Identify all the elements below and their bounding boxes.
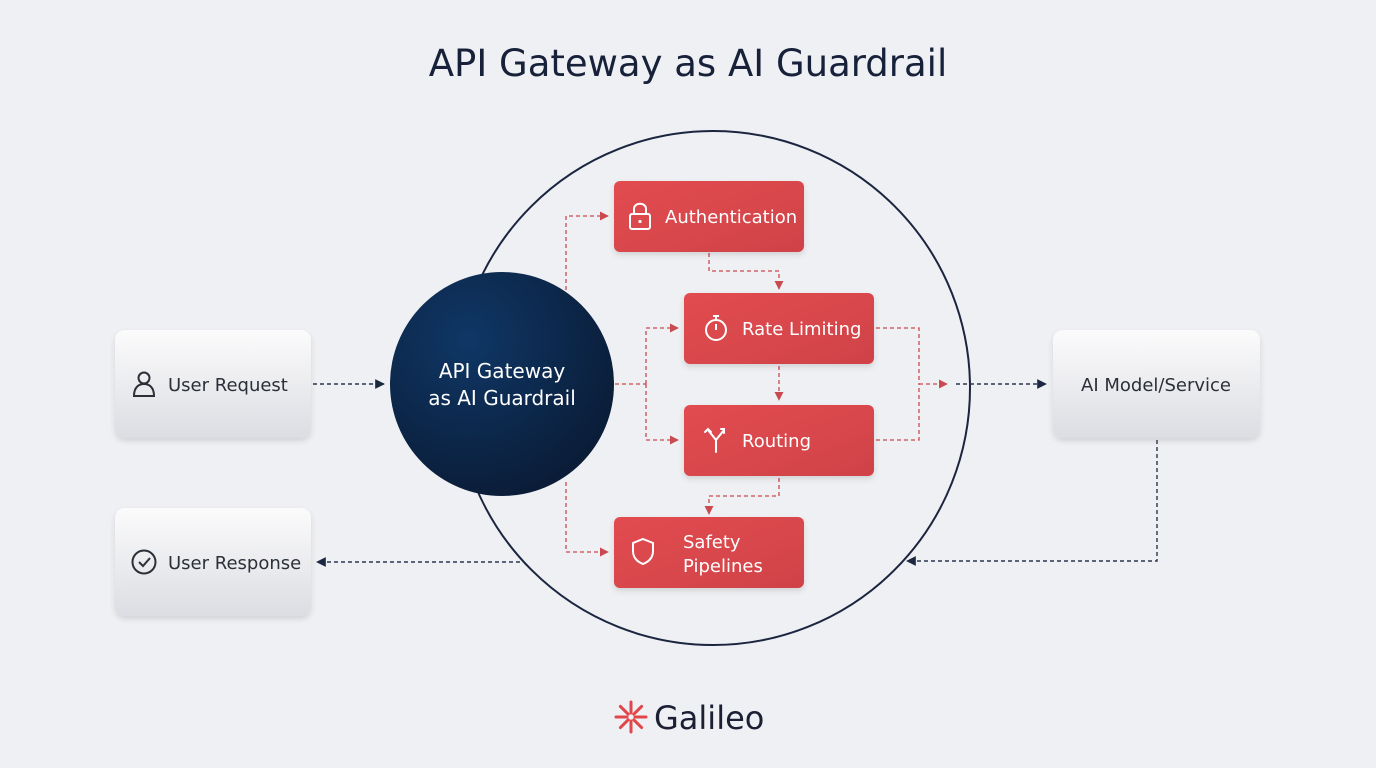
routing-to-merge-connector xyxy=(876,384,920,441)
user-request-label: User Request xyxy=(168,375,288,396)
safety-pipelines-step[interactable]: Safety Pipelines xyxy=(614,517,804,588)
hub-label-line2: as AI Guardrail xyxy=(428,386,576,410)
hub-to-auth-connector xyxy=(565,211,609,290)
authentication-step[interactable]: Authentication xyxy=(614,181,804,252)
ai-model-label: AI Model/Service xyxy=(1081,375,1231,396)
hub-to-safety-connector xyxy=(565,482,609,557)
user-response-node[interactable]: User Response xyxy=(115,508,311,616)
ai-model-node[interactable]: AI Model/Service xyxy=(1053,330,1260,438)
user-icon xyxy=(132,371,156,397)
routing-step[interactable]: Routing xyxy=(684,405,874,476)
safety-label-line1: Safety xyxy=(683,532,741,553)
rate-limiting-label: Rate Limiting xyxy=(742,319,861,340)
auth-to-rate-connector xyxy=(708,253,784,290)
lock-icon xyxy=(629,202,651,230)
safety-label-line2: Pipelines xyxy=(683,556,763,577)
stopwatch-icon xyxy=(705,315,727,341)
routing-to-safety-connector xyxy=(704,478,780,515)
split-arrows-icon xyxy=(704,427,725,453)
authentication-label: Authentication xyxy=(665,207,797,228)
api-gateway-hub[interactable]: API Gateway as AI Guardrail xyxy=(390,272,614,496)
branch-to-rate-connector xyxy=(645,323,679,384)
model-return-arrow xyxy=(906,440,1158,566)
rate-to-merge-connector xyxy=(876,327,920,384)
hub-label-line1: API Gateway xyxy=(439,359,566,383)
shield-icon xyxy=(632,537,654,566)
routing-label: Routing xyxy=(742,431,811,452)
rate-limiting-step[interactable]: Rate Limiting xyxy=(684,293,874,364)
galileo-logo-icon xyxy=(614,700,648,734)
brand-name: Galileo xyxy=(654,699,764,737)
branch-to-routing-connector xyxy=(645,384,679,445)
user-request-node[interactable]: User Request xyxy=(115,330,311,438)
galileo-logo: Galileo xyxy=(614,699,764,737)
check-circle-icon xyxy=(131,549,157,575)
page-title: API Gateway as AI Guardrail xyxy=(429,42,948,85)
user-response-label: User Response xyxy=(168,553,301,574)
